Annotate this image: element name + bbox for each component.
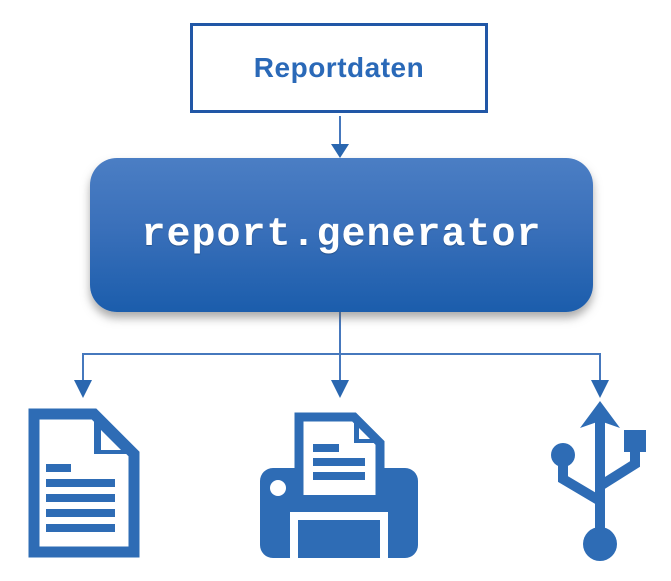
document-fold-notch	[101, 430, 121, 450]
generator-node: report.generator	[90, 158, 593, 312]
arrowhead-center	[331, 380, 349, 398]
printer-body-right-shoulder	[380, 468, 394, 495]
usb-right-terminal-square	[624, 430, 646, 452]
document-icon	[28, 408, 140, 558]
arrowhead-into-generator	[331, 144, 349, 158]
printer-paper-fold	[354, 417, 380, 443]
printer-power-light	[270, 480, 286, 496]
usb-base-circle	[583, 527, 617, 561]
usb-icon	[551, 401, 646, 561]
reportdaten-label: Reportdaten	[253, 52, 425, 83]
printer-body-left-shoulder	[284, 468, 299, 495]
printer-icon	[260, 412, 418, 558]
document-text-lines	[46, 464, 115, 532]
usb-arrow-tip	[580, 401, 620, 428]
printer-tray	[298, 520, 380, 558]
printer-paper-fold-notch	[359, 428, 370, 439]
usb-left-branch	[558, 460, 603, 506]
printer-paper-lines	[313, 444, 365, 480]
usb-right-branch	[597, 450, 640, 491]
arrowhead-right	[591, 380, 609, 398]
reportdaten-node: Reportdaten	[190, 23, 488, 113]
usb-left-terminal-circle	[551, 443, 575, 467]
arrowhead-left	[74, 380, 92, 398]
generator-label: report.generator	[141, 212, 542, 258]
